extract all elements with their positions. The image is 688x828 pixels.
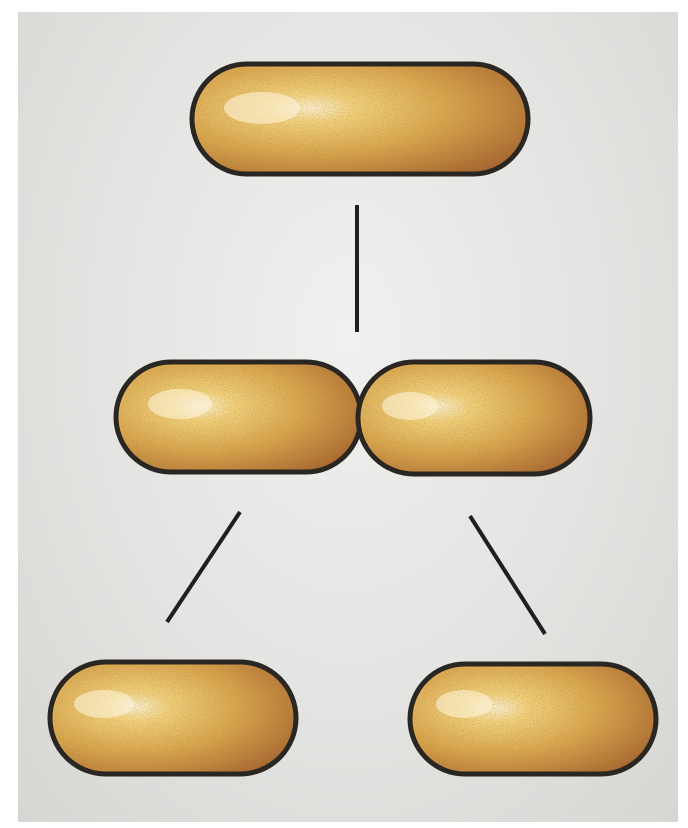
daughter-cell-right <box>410 664 656 774</box>
dividing-cell-right <box>358 362 590 474</box>
connector-line-right <box>470 516 545 634</box>
daughter-cell-left <box>50 662 296 774</box>
parent-cell <box>192 64 528 174</box>
connector-line-left <box>167 512 240 622</box>
dividing-cell-left <box>116 362 361 472</box>
